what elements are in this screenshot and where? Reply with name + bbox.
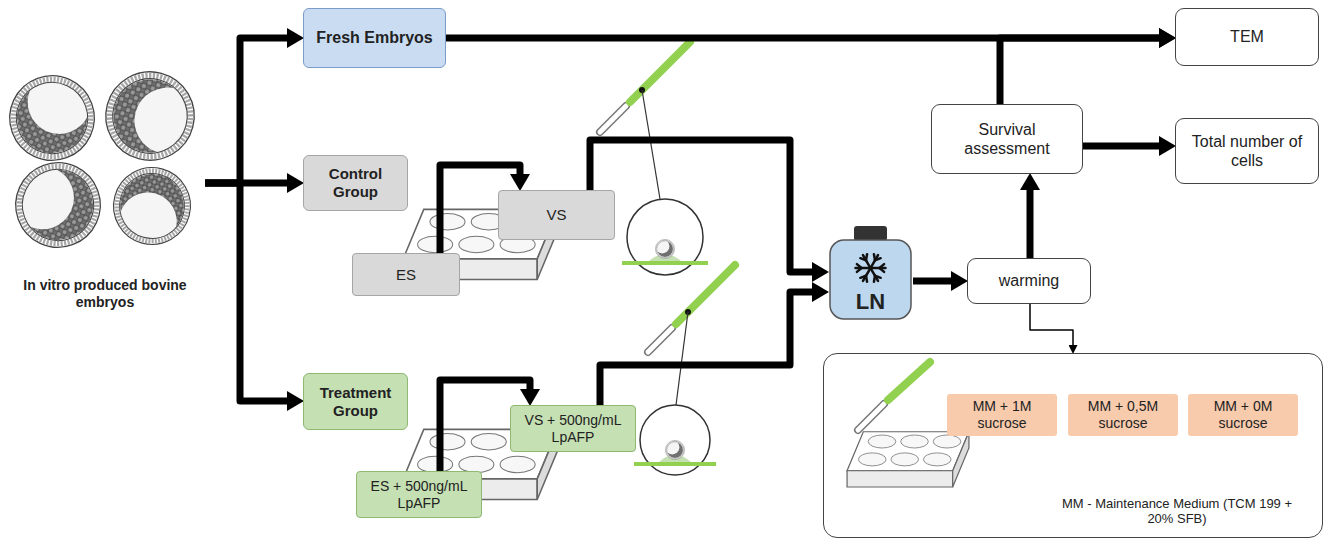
tank-cap — [854, 226, 887, 241]
zoom-circle — [634, 462, 716, 466]
node-label: Fresh Embryos — [316, 28, 432, 47]
cryo-straw — [858, 404, 884, 430]
group-box: Fresh Embryos — [303, 8, 446, 68]
solution-box: VS — [498, 190, 615, 240]
flow-arrow — [205, 183, 287, 401]
solution-box: ES — [352, 253, 460, 296]
process-box: TEM — [1175, 8, 1319, 66]
node-label: Control Group — [312, 165, 399, 201]
node-label: Survival assessment — [940, 120, 1074, 158]
node-label: MM + 0,5M sucrose — [1076, 398, 1170, 432]
flow-arrow — [913, 278, 951, 285]
flow-arrow — [590, 140, 812, 272]
node-label: Treatment Group — [312, 384, 399, 420]
embryo-illustration — [4, 151, 112, 259]
warming-panel: MM + 1M sucrose MM + 0,5M sucrose MM + 0M … — [823, 353, 1323, 538]
flow-arrow — [1083, 143, 1159, 150]
embryo-illustration — [0, 56, 210, 259]
node-label: VS + 500ng/mL LpAFP — [519, 412, 627, 446]
group-box: Treatment Group — [303, 373, 408, 430]
medium-box: MM + 0,5M sucrose — [1068, 394, 1178, 436]
cryo-straw — [600, 42, 930, 430]
zoom-circle — [622, 261, 708, 265]
node-label: MM + 0M sucrose — [1196, 398, 1290, 432]
snowflake-icon — [856, 254, 886, 281]
embryo-illustration — [0, 64, 106, 172]
medium-box: MM + 0M sucrose — [1188, 394, 1298, 436]
cryo-straw — [676, 312, 688, 405]
node-label: LN — [856, 289, 885, 315]
zoom-circle — [622, 199, 716, 475]
node-label: MM + 1M sucrose — [955, 398, 1049, 432]
process-box: Survival assessment — [931, 104, 1083, 174]
cryo-straw — [888, 362, 930, 400]
process-box: Total number of cells — [1175, 118, 1319, 184]
culture-plate — [847, 432, 969, 487]
tank-body — [830, 240, 911, 319]
group-box: Control Group — [303, 155, 408, 211]
cryo-straw — [630, 42, 690, 102]
solution-box: VS + 500ng/mL LpAFP — [510, 405, 636, 452]
node-label: Total number of cells — [1184, 132, 1310, 170]
flow-arrow — [1000, 38, 1159, 104]
nitrogen-tank: LN — [828, 226, 913, 321]
cryo-straw — [648, 328, 672, 352]
zoom-circle — [665, 440, 684, 459]
cryo-straw — [600, 106, 626, 132]
embryo-group: In vitro produced bovine embryos — [5, 60, 205, 315]
embryo-illustration — [100, 154, 205, 259]
embryo-illustration — [90, 56, 211, 177]
node-label: TEM — [1230, 27, 1264, 46]
process-box: warming — [967, 258, 1091, 304]
flow-arrow — [600, 292, 812, 405]
zoom-circle — [655, 239, 674, 258]
node-label: In vitro produced bovine embryos — [13, 277, 197, 311]
medium-box: MM + 1M sucrose — [947, 394, 1057, 436]
node-label: VS — [546, 206, 566, 224]
node-label: ES — [396, 266, 416, 284]
cryo-straw — [642, 90, 660, 199]
cryo-straw — [676, 265, 735, 324]
solution-box: ES + 500ng/mL LpAFP — [356, 471, 482, 518]
cryo-straw — [648, 328, 672, 352]
flow-arrow — [1027, 190, 1034, 258]
flow-arrow — [1030, 304, 1073, 345]
panel-note: MM - Maintenance Medium (TCM 199 + 20% S… — [1052, 496, 1302, 527]
cryo-straw — [600, 106, 626, 132]
cryo-straw — [858, 404, 884, 430]
node-label: ES + 500ng/mL LpAFP — [365, 478, 473, 512]
node-label: warming — [999, 271, 1059, 290]
flow-arrow — [205, 38, 287, 183]
